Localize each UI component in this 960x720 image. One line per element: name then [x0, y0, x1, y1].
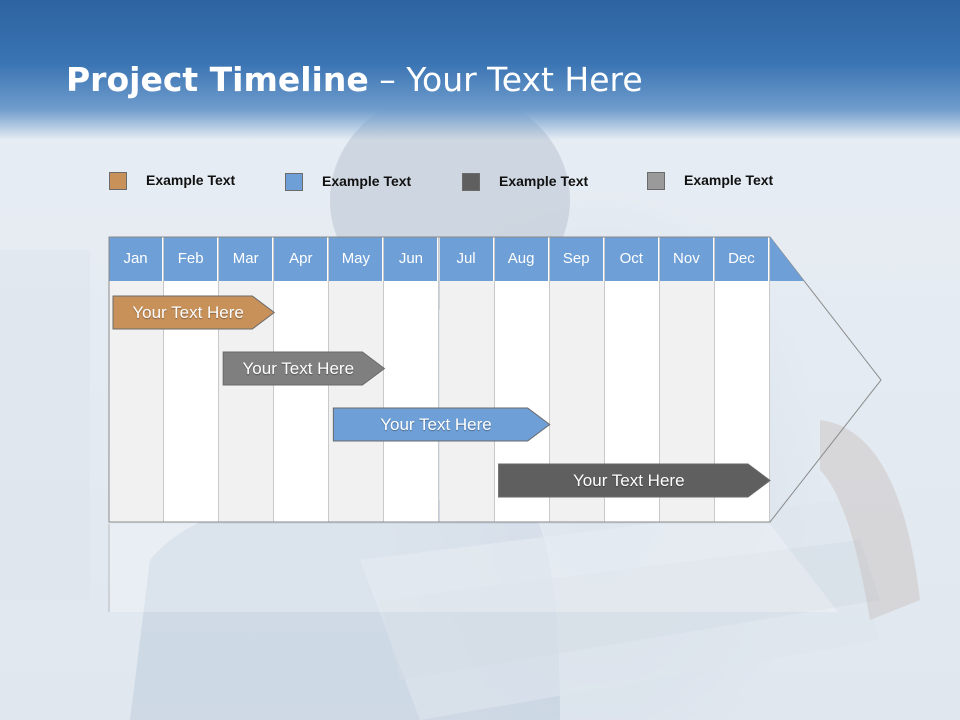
slide-title-bold: Project Timeline — [66, 60, 369, 99]
task-arrow-1 — [112, 295, 276, 330]
month-header-apr: Apr — [274, 237, 329, 281]
month-label-apr: Apr — [289, 250, 313, 267]
legend-swatch-4 — [647, 172, 665, 190]
month-header-sep: Sep — [549, 237, 604, 281]
timeline-reflection — [109, 524, 838, 612]
slide-title: Project Timeline – Your Text Here — [66, 58, 643, 102]
header-band — [0, 0, 960, 140]
month-column-feb: Feb — [164, 237, 220, 522]
timeline-arrow-shape — [108, 236, 882, 523]
month-label-mar: Mar — [232, 250, 259, 267]
month-header-oct: Oct — [604, 237, 659, 281]
month-label-oct: Oct — [619, 250, 643, 267]
legend-label-2: Example Text — [322, 173, 412, 189]
month-label-aug: Aug — [507, 250, 535, 267]
task-label-1: Your Text Here — [132, 303, 244, 322]
slide-title-regular: – Your Text Here — [368, 60, 643, 99]
month-header-may: May — [329, 237, 384, 281]
timeline-arrow-header-tip — [770, 237, 804, 281]
month-header-jun: Jun — [384, 237, 439, 281]
month-header-feb: Feb — [164, 237, 219, 281]
legend-label-3: Example Text — [499, 173, 589, 189]
month-label-sep: Sep — [562, 250, 590, 267]
task-label-3: Your Text Here — [380, 415, 492, 434]
month-header-dec: Dec — [714, 237, 769, 281]
month-label-dec: Dec — [728, 250, 755, 267]
month-header-mar: Mar — [219, 237, 274, 281]
month-header-jul: Jul — [439, 237, 494, 281]
month-label-jun: Jun — [398, 250, 424, 267]
task-arrow-3 — [332, 407, 551, 442]
month-column-jul: Jul — [439, 237, 495, 522]
month-column-jun: Jun — [384, 237, 440, 522]
task-arrow-2 — [222, 351, 386, 386]
task-arrow-4 — [498, 463, 771, 498]
month-label-feb: Feb — [177, 250, 204, 267]
month-header-aug: Aug — [494, 237, 549, 281]
legend-label-4: Example Text — [684, 172, 774, 188]
month-label-may: May — [341, 250, 371, 267]
month-header-nov: Nov — [659, 237, 714, 281]
task-label-4: Your Text Here — [573, 471, 685, 490]
task-label-2: Your Text Here — [242, 359, 355, 378]
legend-swatch-2 — [285, 173, 303, 191]
legend-swatch-1 — [109, 172, 127, 190]
month-header-jan: Jan — [109, 237, 164, 281]
month-label-nov: Nov — [673, 250, 700, 267]
month-column-jan: Jan — [109, 237, 165, 522]
legend-label-1: Example Text — [146, 172, 236, 188]
legend-swatch-3 — [462, 173, 480, 191]
month-label-jul: Jul — [456, 250, 476, 267]
month-label-jan: Jan — [123, 250, 148, 267]
